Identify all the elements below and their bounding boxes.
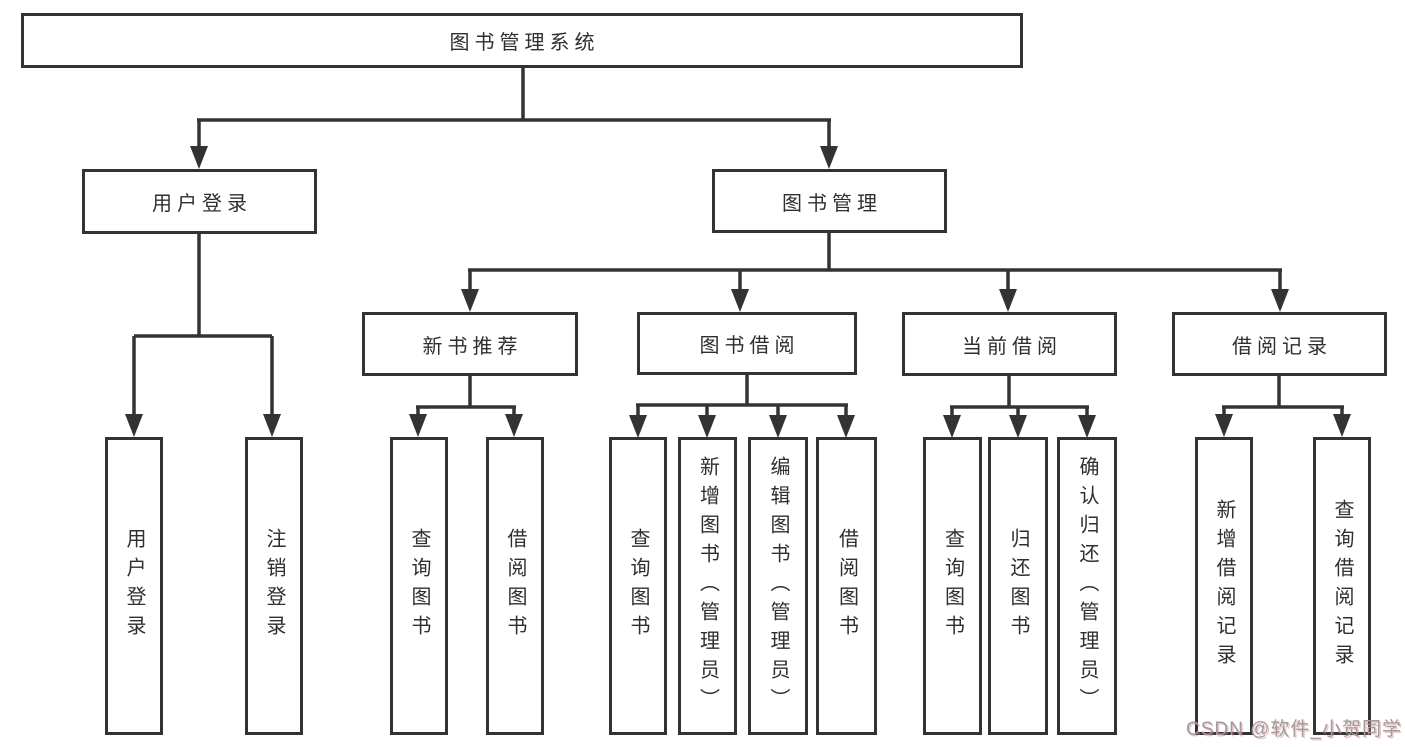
leaf-records-query: 查询借阅记录 bbox=[1313, 437, 1371, 735]
leaf-borrow-borrow: 借阅图书 bbox=[816, 437, 877, 735]
leaf-records-add: 新增借阅记录 bbox=[1195, 437, 1253, 735]
leaf-newbook-borrow: 借阅图书 bbox=[486, 437, 544, 735]
arrowheads bbox=[125, 146, 1351, 438]
leaf-newbook-query: 查询图书 bbox=[390, 437, 448, 735]
leaf-borrow-borrow-label: 借阅图书 bbox=[835, 528, 858, 644]
leaf-borrow-query: 查询图书 bbox=[609, 437, 667, 735]
leaf-user-login-label: 用户登录 bbox=[123, 528, 145, 644]
leaf-current-query: 查询图书 bbox=[923, 437, 982, 735]
leaf-logout: 注销登录 bbox=[245, 437, 303, 735]
leaf-borrow-edit: 编辑图书（管理员） bbox=[748, 437, 808, 735]
node-current-borrow: 当前借阅 bbox=[902, 312, 1117, 376]
leaf-borrow-query-label: 查询图书 bbox=[627, 528, 649, 644]
leaf-borrow-add: 新增图书（管理员） bbox=[678, 437, 737, 735]
leaf-current-return: 归还图书 bbox=[988, 437, 1048, 735]
watermark: CSDN @软件_小贺同学 bbox=[1186, 719, 1402, 740]
node-user-login: 用户登录 bbox=[82, 169, 317, 234]
node-book-borrow: 图书借阅 bbox=[637, 312, 857, 375]
leaf-current-query-label: 查询图书 bbox=[941, 528, 964, 644]
leaf-records-query-label: 查询借阅记录 bbox=[1331, 499, 1353, 673]
connector-lines bbox=[132, 67, 1344, 419]
leaf-newbook-query-label: 查询图书 bbox=[408, 528, 430, 644]
leaf-records-add-label: 新增借阅记录 bbox=[1213, 499, 1235, 673]
leaf-user-login: 用户登录 bbox=[105, 437, 163, 735]
leaf-current-return-label: 归还图书 bbox=[1007, 528, 1029, 644]
node-borrow-records: 借阅记录 bbox=[1172, 312, 1387, 376]
leaf-current-confirm: 确认归还（管理员） bbox=[1057, 437, 1117, 735]
leaf-borrow-add-label: 新增图书（管理员） bbox=[696, 455, 719, 717]
node-new-book-recommend: 新书推荐 bbox=[362, 312, 578, 376]
leaf-logout-label: 注销登录 bbox=[263, 528, 285, 644]
leaf-borrow-edit-label: 编辑图书（管理员） bbox=[767, 455, 789, 717]
leaf-newbook-borrow-label: 借阅图书 bbox=[504, 528, 526, 644]
leaf-current-confirm-label: 确认归还（管理员） bbox=[1076, 455, 1098, 717]
node-book-management: 图书管理 bbox=[712, 169, 947, 233]
node-root: 图书管理系统 bbox=[21, 13, 1023, 68]
